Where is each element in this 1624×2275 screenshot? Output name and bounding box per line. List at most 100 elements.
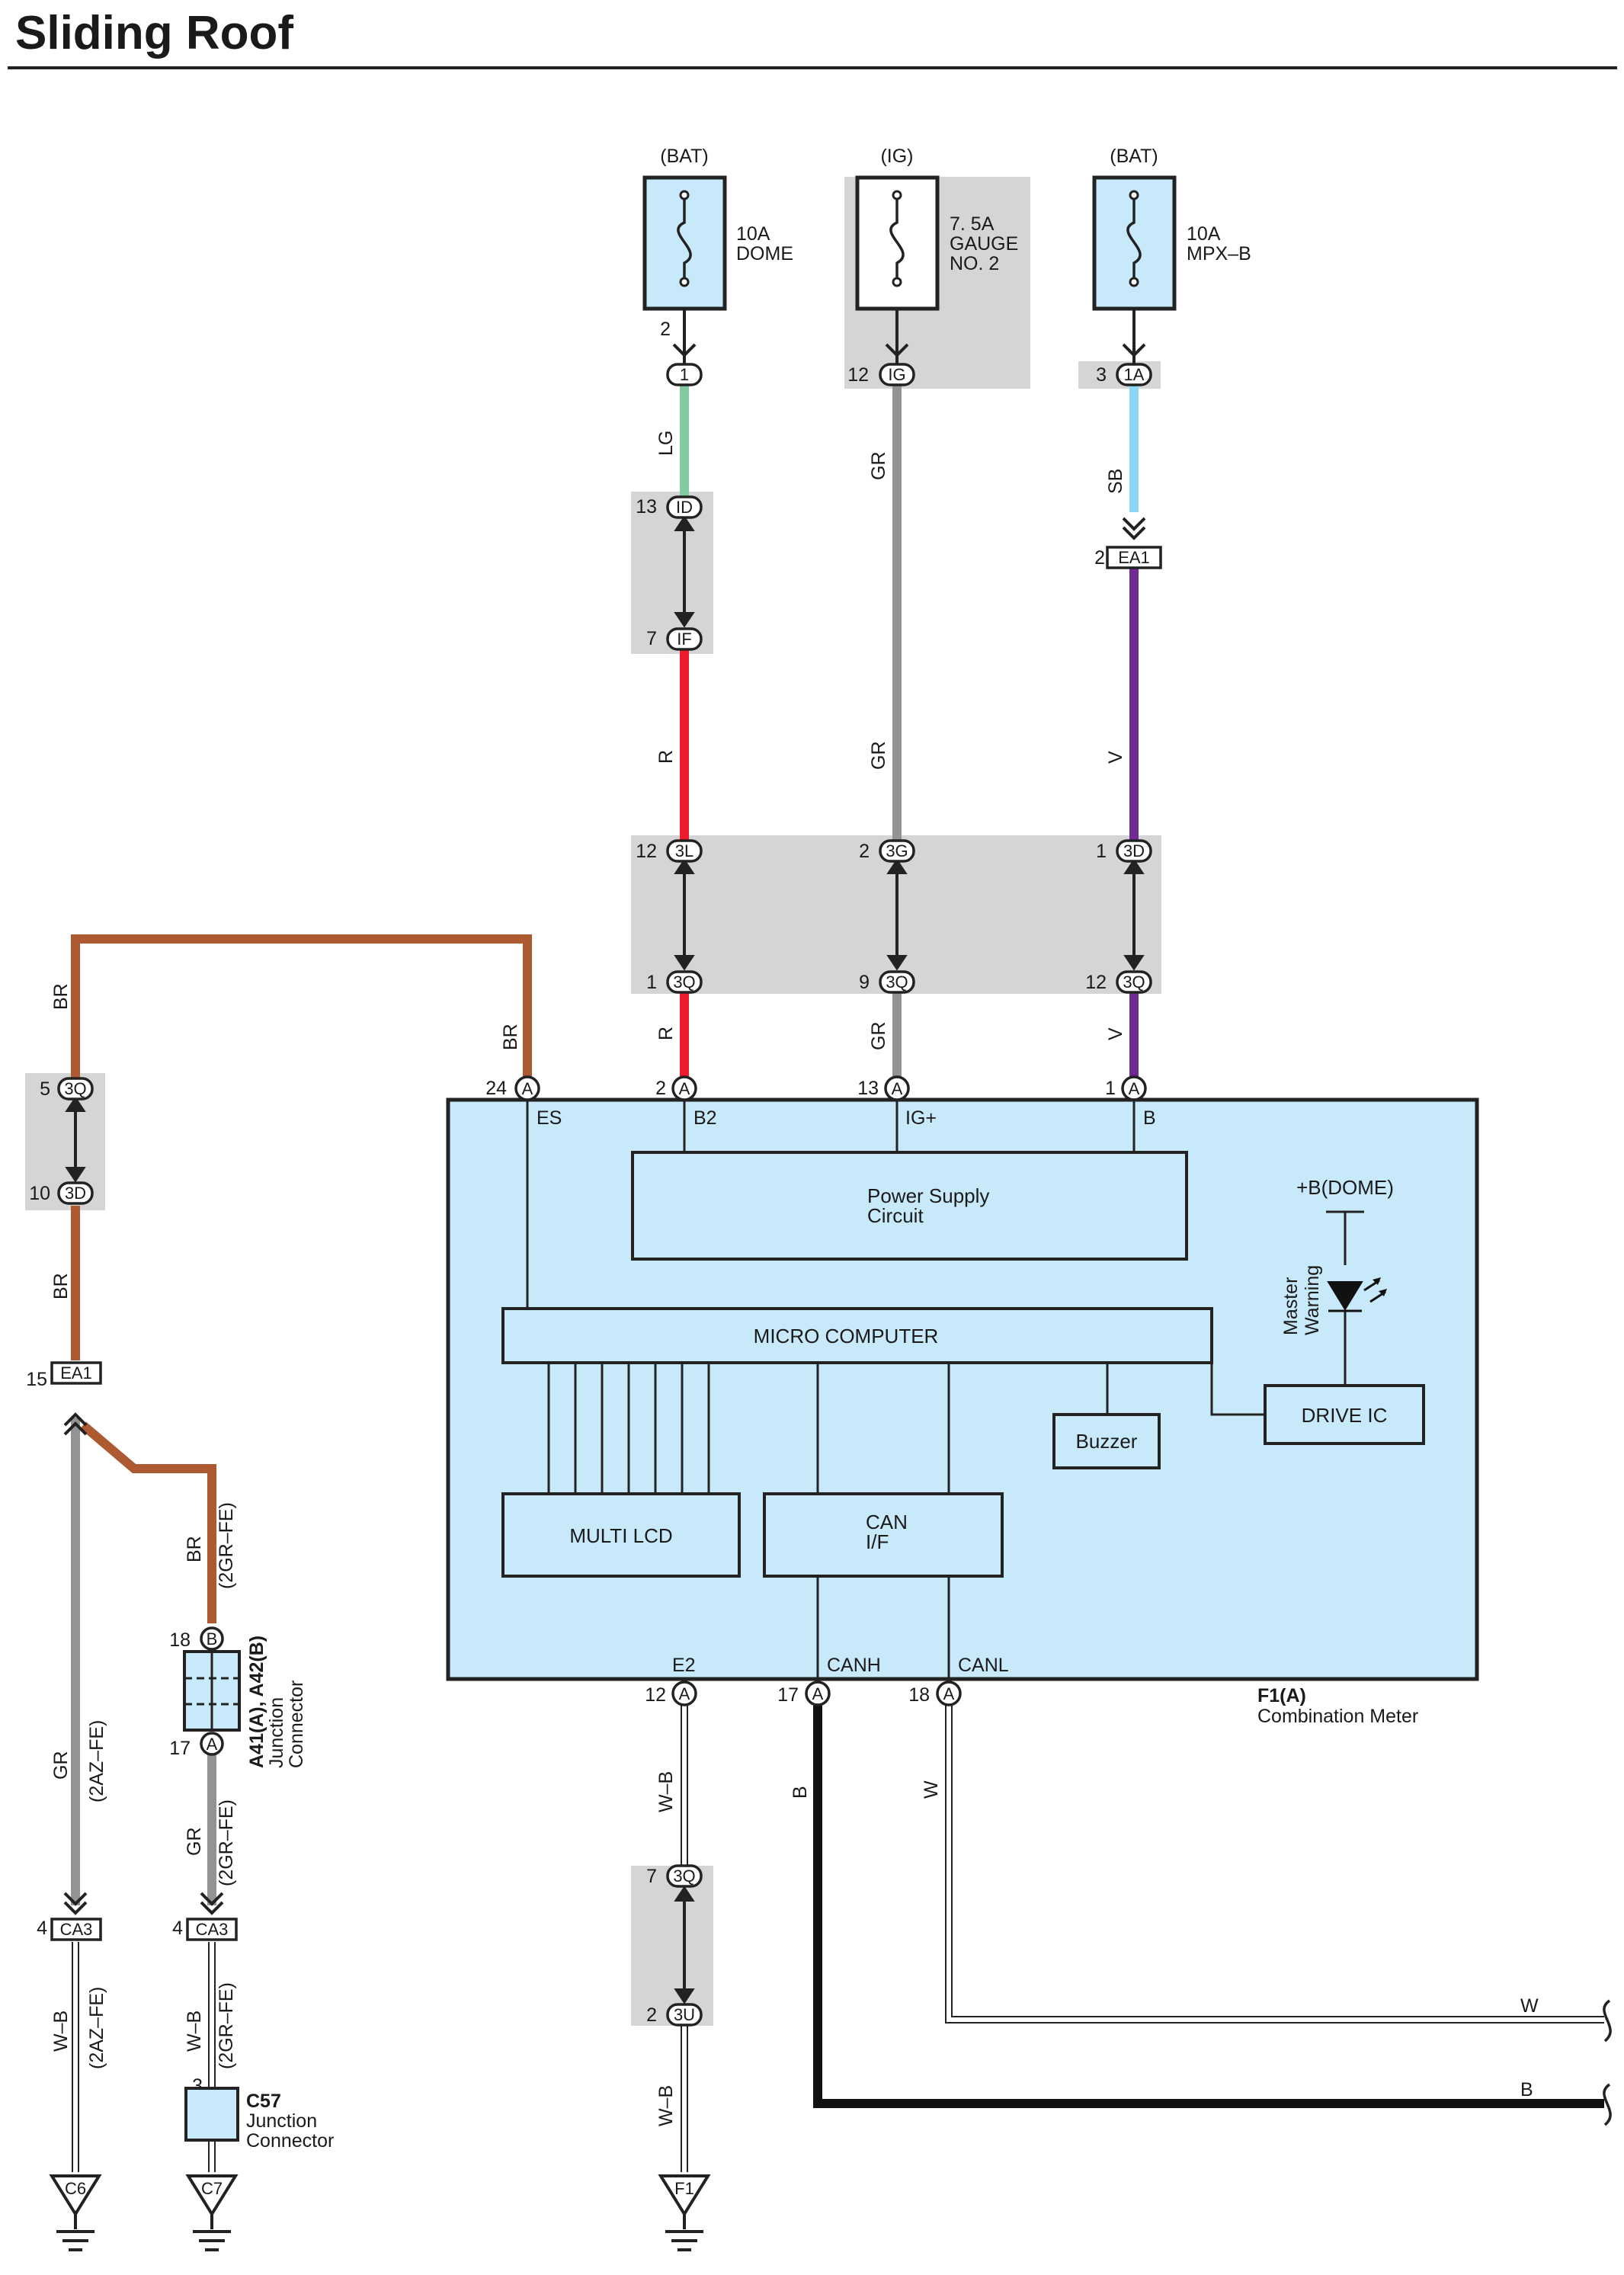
svg-text:W–B: W–B <box>50 2011 72 2052</box>
svg-text:NO. 2: NO. 2 <box>950 253 999 274</box>
fuse-mpx-b: (BAT) 10A MPX–B <box>1092 146 1251 311</box>
svg-text:GR: GR <box>184 1828 205 1857</box>
svg-text:(2GR–FE): (2GR–FE) <box>216 1799 237 1886</box>
svg-text:(IG): (IG) <box>880 146 913 167</box>
svg-text:Connector: Connector <box>246 2130 334 2152</box>
svg-text:9: 9 <box>859 972 870 993</box>
svg-text:GR: GR <box>868 742 889 771</box>
line-breaks <box>1603 1999 1612 2126</box>
svg-text:2: 2 <box>655 1078 666 1099</box>
svg-text:4: 4 <box>172 1918 183 1939</box>
svg-text:(BAT): (BAT) <box>1110 146 1158 167</box>
svg-text:1A: 1A <box>1124 365 1145 384</box>
svg-text:A: A <box>892 1079 903 1098</box>
svg-text:1: 1 <box>646 972 657 993</box>
svg-text:(2GR–FE): (2GR–FE) <box>216 1502 237 1589</box>
svg-text:CA3: CA3 <box>196 1920 229 1939</box>
svg-text:2: 2 <box>660 319 671 340</box>
svg-text:CANL: CANL <box>958 1655 1009 1676</box>
svg-text:3Q: 3Q <box>64 1079 86 1098</box>
svg-text:A: A <box>679 1684 690 1703</box>
svg-text:E2: E2 <box>672 1655 696 1676</box>
svg-text:W–B: W–B <box>655 2085 677 2126</box>
svg-text:12: 12 <box>1085 972 1107 993</box>
svg-text:B: B <box>1143 1107 1156 1129</box>
ground-c7: C7 <box>185 2174 239 2251</box>
svg-text:R: R <box>655 750 677 764</box>
svg-text:V: V <box>1105 751 1126 764</box>
svg-text:A: A <box>522 1079 533 1098</box>
svg-text:A: A <box>812 1684 824 1703</box>
svg-text:BR: BR <box>50 1273 72 1299</box>
svg-text:MICRO COMPUTER: MICRO COMPUTER <box>754 1325 939 1347</box>
svg-text:GR: GR <box>50 1751 72 1780</box>
wires <box>71 385 1604 2108</box>
svg-text:3D: 3D <box>65 1184 86 1203</box>
svg-text:F1(A): F1(A) <box>1257 1685 1306 1706</box>
svg-text:7. 5A: 7. 5A <box>950 213 995 235</box>
svg-text:Combination Meter: Combination Meter <box>1257 1706 1418 1727</box>
svg-text:A41(A), A42(B): A41(A), A42(B) <box>246 1636 267 1768</box>
led-icon <box>1327 1277 1387 1312</box>
ground-c6: C6 <box>49 2174 102 2251</box>
svg-text:3D: 3D <box>1123 841 1145 860</box>
svg-text:Power Supply: Power Supply <box>867 1184 989 1207</box>
svg-text:A: A <box>679 1079 690 1098</box>
svg-text:3: 3 <box>1096 364 1107 386</box>
double-wires <box>72 1706 1604 2172</box>
svg-text:3Q: 3Q <box>886 972 908 992</box>
inline-connectors <box>65 515 1145 2004</box>
wire-b <box>813 1706 1604 2108</box>
svg-text:LG: LG <box>655 431 677 456</box>
svg-text:W–B: W–B <box>655 1771 677 1812</box>
svg-text:(2AZ–FE): (2AZ–FE) <box>86 1987 107 2069</box>
svg-text:4: 4 <box>37 1918 47 1939</box>
svg-text:BR: BR <box>184 1536 205 1562</box>
box-connectors: EA1 EA1 CA3 CA3 <box>50 546 1162 1941</box>
svg-text:CAN: CAN <box>866 1511 908 1533</box>
combination-meter: A A A A <box>446 1075 1479 1727</box>
ground-f1: F1 <box>658 2174 711 2251</box>
svg-text:IG+: IG+ <box>905 1107 937 1129</box>
svg-text:3L: 3L <box>675 841 693 860</box>
svg-text:3Q: 3Q <box>1123 972 1145 992</box>
svg-text:MPX–B: MPX–B <box>1187 243 1251 264</box>
pill-connectors <box>57 363 1152 2027</box>
svg-text:5: 5 <box>40 1078 50 1100</box>
svg-text:EA1: EA1 <box>1118 548 1150 567</box>
junction-connector-a41-a42: B A A41(A), A42(B) Junction Connector <box>183 1626 307 1768</box>
svg-text:SB: SB <box>1105 469 1126 494</box>
svg-text:A: A <box>207 1735 218 1754</box>
svg-text:Junction: Junction <box>266 1697 287 1768</box>
page-title: Sliding Roof <box>15 7 293 59</box>
svg-text:7: 7 <box>646 628 657 649</box>
svg-text:24: 24 <box>485 1078 507 1099</box>
svg-text:(2GR–FE): (2GR–FE) <box>216 1982 237 2069</box>
svg-text:12: 12 <box>636 841 657 862</box>
svg-text:I/F: I/F <box>866 1530 889 1553</box>
wire-br-top <box>71 934 532 1081</box>
svg-text:1: 1 <box>1105 1078 1116 1099</box>
svg-text:Master: Master <box>1280 1277 1302 1335</box>
svg-text:C7: C7 <box>201 2179 223 2198</box>
svg-text:(BAT): (BAT) <box>660 146 708 167</box>
svg-text:10: 10 <box>29 1183 50 1204</box>
svg-text:GAUGE: GAUGE <box>950 233 1018 255</box>
svg-text:CANH: CANH <box>827 1655 881 1676</box>
svg-text:DRIVE IC: DRIVE IC <box>1302 1404 1388 1427</box>
svg-text:ID: ID <box>676 498 693 517</box>
svg-text:7: 7 <box>646 1866 657 1887</box>
svg-text:Connector: Connector <box>286 1681 307 1768</box>
svg-text:3G: 3G <box>886 841 908 860</box>
svg-text:Warning: Warning <box>1302 1265 1323 1335</box>
svg-text:GR: GR <box>868 1022 889 1051</box>
pill-labels: 1 IG 1A ID IF 3L 3G 3D 3Q 3Q 3Q 3Q 3D 3Q… <box>64 365 1145 2024</box>
svg-text:A: A <box>1129 1079 1140 1098</box>
svg-text:W: W <box>921 1780 942 1799</box>
wire-br-2gr <box>80 1421 216 1623</box>
svg-text:17: 17 <box>169 1738 191 1759</box>
junction-connector-c57: C57 Junction Connector <box>184 2087 334 2152</box>
svg-text:Buzzer: Buzzer <box>1076 1430 1138 1453</box>
svg-text:B2: B2 <box>693 1107 717 1129</box>
